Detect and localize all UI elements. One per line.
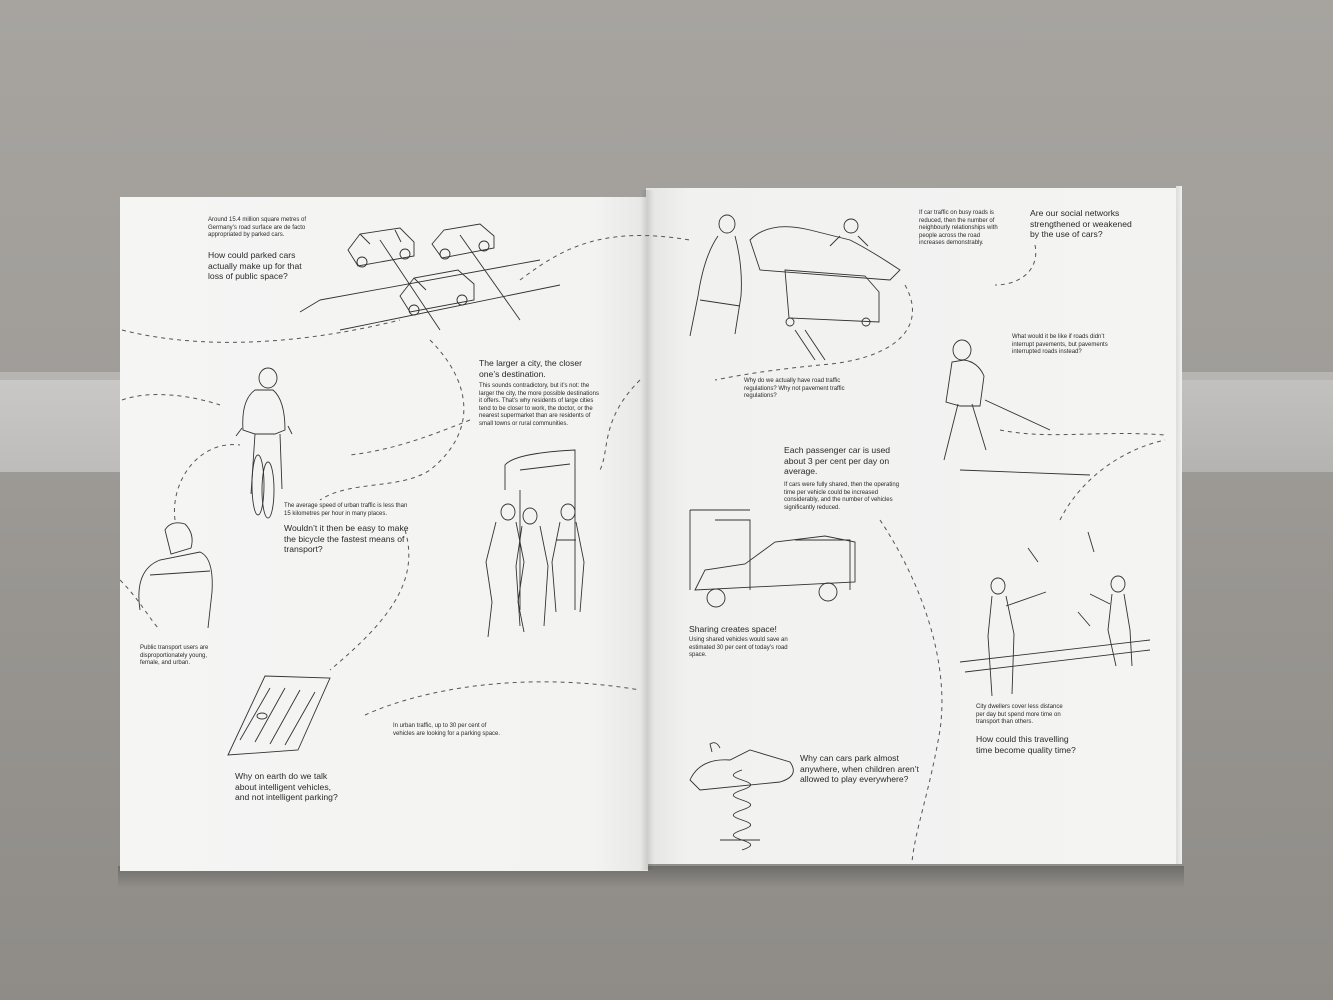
parked-cars-fact: Around 15.4 million square metres of Ger… [208, 217, 307, 239]
ledge-highlight-right [1170, 380, 1333, 472]
quality-time-question: How could this travelling time become qu… [976, 734, 1076, 755]
parked-cars-question: How could parked cars actually make up f… [208, 250, 302, 282]
cyclist-illustration [235, 367, 293, 519]
parking-space-illustration [227, 675, 331, 756]
ledge-highlight-left [0, 380, 130, 472]
dashed-path [364, 681, 641, 716]
bicycle-speed-fact: The average speed of urban traffic is le… [284, 503, 408, 517]
dashed-path [994, 244, 1037, 286]
sharing-heading: Sharing creates space! [689, 624, 777, 634]
city-size-heading: The larger a city, the closer one’s dest… [479, 358, 583, 379]
dashed-path [1059, 439, 1166, 521]
bus-passenger-illustration [138, 522, 213, 629]
pavement-question: What would it be like if roads didn’t in… [1012, 334, 1108, 356]
magazine-left-page [120, 197, 648, 871]
page-stack-edge [1176, 186, 1182, 864]
spring-rider-illustration [689, 742, 794, 851]
parked-cars-illustration [299, 223, 561, 331]
city-size-body: This sounds contradictory, but it’s not:… [479, 383, 599, 427]
road-regulations-question: Why do we actually have road traffic reg… [744, 378, 845, 400]
intelligent-parking-question: Why on earth do we talk about intelligen… [235, 771, 338, 803]
dashed-path [599, 379, 641, 471]
dashed-path [119, 579, 161, 631]
city-dwellers-fact: City dwellers cover less distance per da… [976, 704, 1063, 726]
sharing-body: Using shared vehicles would save an esti… [689, 637, 788, 659]
neighbour-relationships-fact: If car traffic on busy roads is reduced,… [919, 210, 998, 247]
dashed-path [519, 235, 691, 281]
public-transport-fact: Public transport users are disproportion… [140, 645, 209, 667]
car-usage-heading: Each passenger car is used about 3 per c… [784, 445, 891, 477]
shared-car-illustration [689, 509, 856, 608]
car-usage-body: If cars were fully shared, then the oper… [784, 482, 900, 511]
jugglers-illustration [959, 531, 1151, 697]
social-networks-question: Are our social networks strengthened or … [1030, 208, 1132, 240]
magazine-shadow [118, 866, 1184, 888]
dashed-path [173, 444, 241, 521]
dashed-path [349, 419, 471, 456]
couch-movers-illustration [689, 214, 901, 361]
magazine-gutter [640, 190, 654, 870]
bicycle-question: Wouldn’t it then be easy to make the bic… [284, 523, 409, 555]
bus-commuters-illustration [485, 449, 585, 638]
dashed-path [319, 339, 465, 501]
dashed-path [999, 429, 1166, 436]
dashed-path [121, 319, 401, 343]
parking-search-fact: In urban traffic, up to 30 per cent of v… [393, 723, 501, 737]
dashed-path [329, 529, 410, 671]
dashed-path [879, 519, 943, 863]
dashed-path [714, 284, 913, 381]
pedestrian-illustration [943, 339, 1091, 476]
children-play-question: Why can cars park almost anywhere, when … [800, 753, 919, 785]
dashed-path [121, 394, 221, 406]
